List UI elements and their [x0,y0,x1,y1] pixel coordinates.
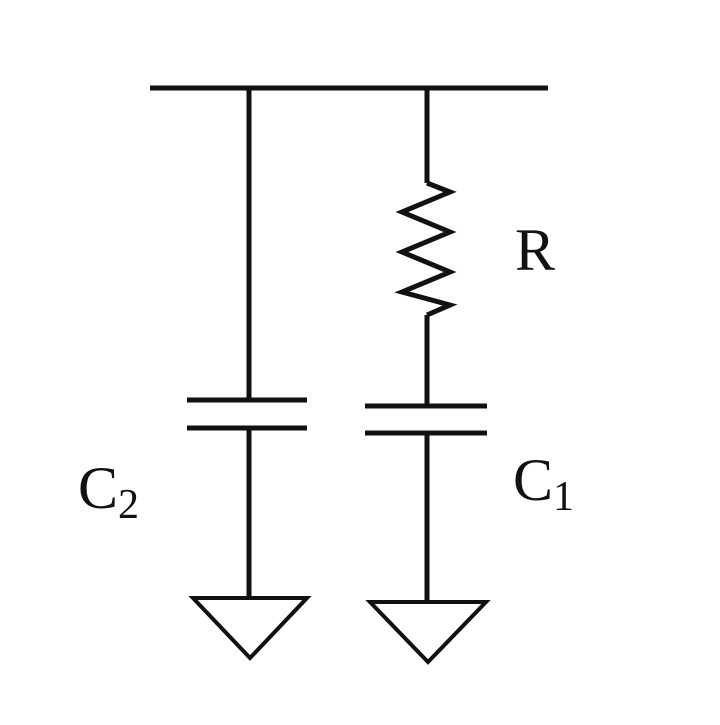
c2-ground-symbol [188,596,312,661]
resistor-label: R [515,217,555,283]
c1-label: C1 [513,447,574,520]
c1-label-main: C [513,447,553,513]
c1-label-subscript: 1 [553,474,574,520]
c2-label-main: C [78,455,118,521]
resistor-zigzag [394,180,458,318]
c2-label-subscript: 2 [118,482,139,528]
c1-ground-symbol [365,600,491,665]
c2-label: C2 [78,455,139,528]
